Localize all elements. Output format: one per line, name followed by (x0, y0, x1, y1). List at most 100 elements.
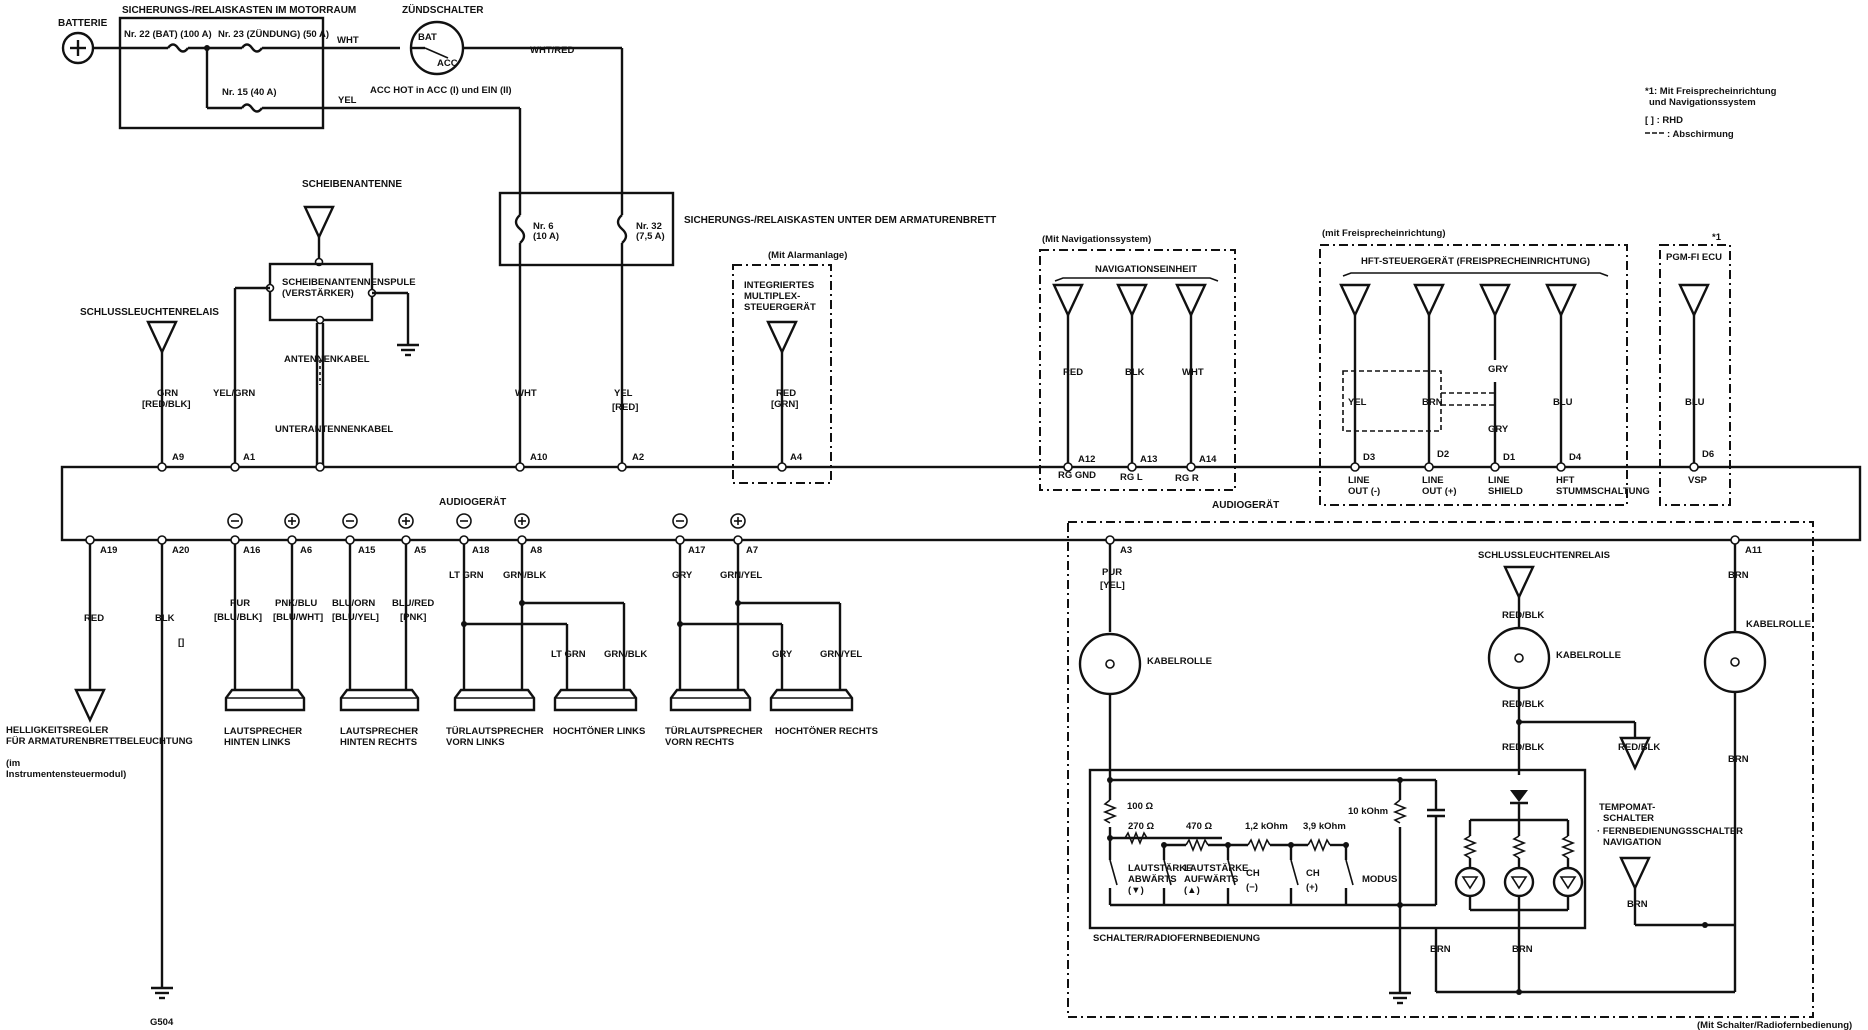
wire-a10-label: WHT (515, 388, 537, 399)
wire-a6-rhd: [BLU/WHT] (273, 612, 323, 623)
cruise-wire-1: RED/BLK (1618, 742, 1660, 753)
switch-volume-down: LAUTSTÄRKE ABWÄRTS (▼) (1108, 859, 1192, 905)
switch-ch-plus: CH (+) (1289, 859, 1320, 905)
wire-a17-label: GRY (672, 570, 693, 581)
hft-pin-3a: LINE (1488, 475, 1510, 486)
wire-a2-rhd: [RED] (612, 402, 638, 413)
switch-ch-minus: CH (−) (1226, 859, 1260, 905)
hft-pin-2a: LINE (1422, 475, 1444, 486)
wire-a3-rhd: [YEL] (1100, 580, 1125, 591)
pgm-star: *1 (1712, 232, 1722, 243)
pin-a17: A17 (688, 545, 705, 556)
pin-a14: A14 (1199, 454, 1217, 465)
remote-option-label: (Mit Schalter/Radiofernbedienung) (1697, 1020, 1852, 1030)
cable-reel-2: KABELROLLE (1487, 626, 1621, 690)
audio-unit: AUDIOGERÄT AUDIOGERÄT (60, 465, 1862, 542)
wire-a18-label: LT GRN (449, 570, 484, 581)
speaker-front-left-label-1: TÜRLAUTSPRECHER (446, 726, 544, 737)
ground-label: G504 (150, 1017, 174, 1028)
ignition-switch-label: ZÜNDSCHALTER (402, 3, 484, 16)
cable-reel-1-label: KABELROLLE (1147, 656, 1212, 667)
fuse-23 (241, 43, 263, 53)
tweeter-right-wire-2: GRN/YEL (820, 649, 862, 660)
switch-2-label-b: AUFWÄRTS (1184, 874, 1238, 885)
dash-fuse-box-label: SICHERUNGS-/RELAISKASTEN UNTER DEM ARMAT… (684, 215, 996, 226)
pin-d2: D2 (1437, 449, 1449, 460)
pin-d1: D1 (1503, 452, 1516, 463)
speaker-rear-right-label-2: HINTEN RECHTS (340, 737, 417, 748)
pin-a15: A15 (358, 545, 376, 556)
tail-light-relay-label: SCHLUSSLEUCHTENRELAIS (80, 307, 219, 318)
speaker-rear-left-label-1: LAUTSPRECHER (224, 726, 302, 737)
wire-a15-label: BLU/ORN (332, 598, 375, 609)
speaker-front-right: TÜRLAUTSPRECHER VORN RECHTS (665, 688, 763, 748)
resistor-3k9 (1307, 837, 1331, 853)
ignition-acc-label: ACC (437, 58, 458, 69)
wire-a6-label: PNK/BLU (275, 598, 317, 609)
battery: BATTERIE (58, 18, 108, 65)
hft-wire-4: BLU (1553, 397, 1573, 408)
nav-wire-2: BLK (1125, 367, 1145, 378)
mpcu-label-3: STEUERGERÄT (744, 302, 816, 313)
fuse-32-label: Nr. 32 (636, 221, 662, 232)
resistor-ladder: 100 Ω 270 Ω 470 Ω 1,2 kOhm 3,9 kOhm (1102, 780, 1400, 907)
pin-a11: A11 (1745, 545, 1763, 556)
pin-d3: D3 (1363, 452, 1375, 463)
remote-switch-option-frame (1067, 521, 1814, 1018)
pin-a8: A8 (530, 545, 542, 556)
tweeter-left: HOCHTÖNER LINKS (553, 688, 645, 737)
remote-switch-box-label: SCHALTER/RADIOFERNBEDIENUNG (1093, 933, 1260, 944)
nav-wire-1: RED (1063, 367, 1083, 378)
tweeter-right-wire-1: GRY (772, 649, 793, 660)
ground-wire-label: BRN (1430, 944, 1451, 955)
relay-wire-1: RED/BLK (1502, 610, 1544, 621)
wire-a9-label: GRN (157, 388, 178, 399)
switch-volume-up: LAUTSTÄRKE AUFWÄRTS (▲) (1162, 859, 1248, 905)
wire-a2-label: YEL (614, 388, 633, 399)
glass-antenna: SCHEIBENANTENNE (302, 179, 402, 267)
hft-wire-2: BRN (1422, 397, 1443, 408)
wire-a1-label: YEL/GRN (213, 388, 255, 399)
polarity-markers (227, 513, 746, 529)
acc-hot-note: ACC HOT in ACC (I) und EIN (II) (370, 85, 512, 96)
pin-d4: D4 (1569, 452, 1582, 463)
resistor-100-label: 100 Ω (1127, 801, 1153, 812)
pin-a19: A19 (100, 545, 117, 556)
resistor-100 (1102, 799, 1118, 824)
speaker-front-left-label-2: VORN LINKS (446, 737, 505, 748)
hft-wire-1: YEL (1348, 397, 1367, 408)
cable-reel-1: KABELROLLE (1078, 632, 1212, 696)
resistor-3k9-label: 3,9 kOhm (1303, 821, 1346, 832)
fuse-6-rating: (10 A) (533, 231, 559, 242)
mpcu-label-1: INTEGRIERTES (744, 280, 814, 291)
nav-pin-2: RG L (1120, 472, 1143, 483)
dimmer-label-3: (im (6, 758, 20, 769)
tail-light-relay-2: SCHLUSSLEUCHTENRELAIS RED/BLK (1478, 550, 1610, 628)
fuse-23-label: Nr. 23 (ZÜNDUNG) (50 A) (218, 29, 329, 40)
wire-a3-label: PUR (1102, 567, 1122, 578)
pin-a3: A3 (1120, 545, 1132, 556)
pin-a5: A5 (414, 545, 427, 556)
dimmer-label-4: Instrumentensteuermodul) (6, 769, 126, 780)
fuse-22 (167, 43, 189, 53)
speaker-rear-left-label-2: HINTEN LINKS (224, 737, 291, 748)
engine-fuse-box-label: SICHERUNGS-/RELAISKASTEN IM MOTORRAUM (122, 5, 356, 16)
nav-pin-3: RG R (1175, 473, 1199, 484)
wire-a15-rhd: [BLU/YEL] (332, 612, 379, 623)
sub-antenna-cable-label: UNTERANTENNENKABEL (275, 424, 393, 435)
fuse-22-label: Nr. 22 (BAT) (100 A) (124, 29, 212, 40)
switch-2-label-c: (▲) (1184, 885, 1200, 896)
hft-pin-3b: SHIELD (1488, 486, 1523, 497)
remote-switch-box: SCHALTER/RADIOFERNBEDIENUNG (1088, 768, 1587, 944)
tweeter-right: HOCHTÖNER RECHTS (769, 688, 878, 737)
pin-a12: A12 (1078, 454, 1095, 465)
wire-a5-rhd: [PNK] (400, 612, 426, 623)
wire-a16-label: PUR (230, 598, 250, 609)
wire-a11-label: BRN (1728, 570, 1749, 581)
speaker-front-right-label-1: TÜRLAUTSPRECHER (665, 726, 763, 737)
hft-pin-2b: OUT (+) (1422, 486, 1457, 497)
relay-wire-3: RED/BLK (1502, 742, 1544, 753)
hft-option-label: (mit Freisprecheinrichtung) (1322, 228, 1446, 239)
cable-reel-2-label: KABELROLLE (1556, 650, 1621, 661)
tail-light-relay: SCHLUSSLEUCHTENRELAIS GRN [RED/BLK] (80, 307, 219, 465)
